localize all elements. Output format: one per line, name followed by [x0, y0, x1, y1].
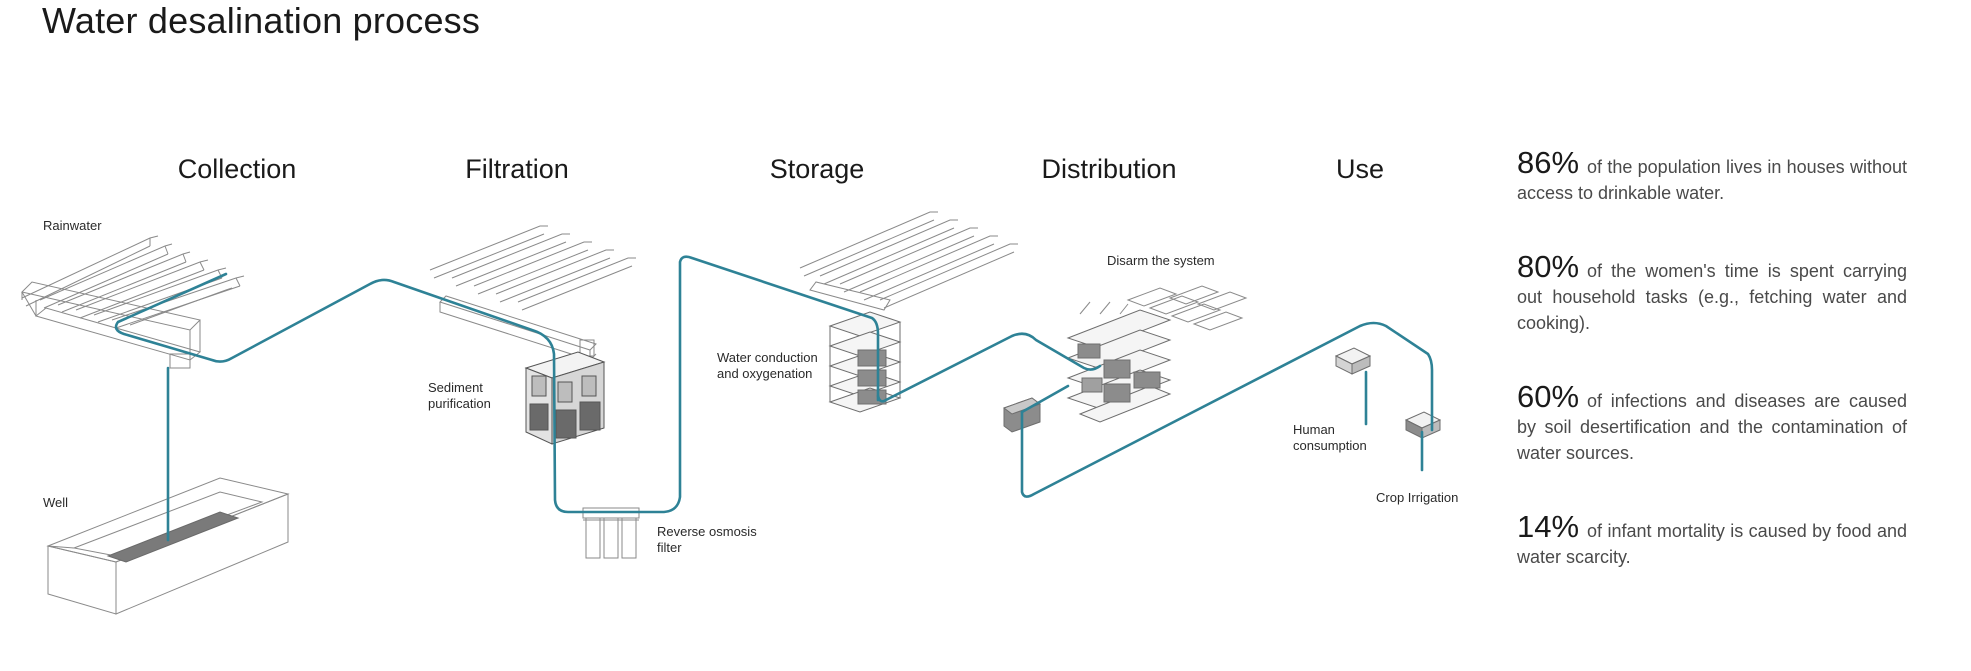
stat-text: of the women's time is spent carrying ou… — [1517, 261, 1907, 333]
filtration-rack-illustration — [429, 225, 636, 361]
storage-rack-illustration — [799, 211, 1018, 311]
stat-text: of the population lives in houses withou… — [1517, 157, 1907, 203]
stage-filtration: Filtration — [465, 154, 569, 184]
stage-use: Use — [1335, 154, 1385, 184]
human-consumption-label: Human consumption — [1293, 422, 1367, 453]
stat-percent: 14% — [1517, 509, 1580, 544]
rainwater-label: Rainwater — [43, 218, 102, 233]
stat-item: 60%of infections and diseases are caused… — [1517, 381, 1907, 466]
page-title: Water desalination process — [42, 0, 481, 41]
stat-item: 86%of the population lives in houses wit… — [1517, 147, 1907, 206]
stat-percent: 86% — [1517, 145, 1580, 180]
human-consumption-device-illustration — [1334, 347, 1372, 375]
sediment-purification-illustration — [524, 351, 606, 445]
water-pipe — [114, 255, 1434, 542]
disarm-system-label: Disarm the system — [1107, 253, 1215, 268]
distribution-cluster-illustration — [1002, 309, 1172, 433]
stage-storage: Storage — [769, 154, 865, 184]
water-conduction-label: Water conduction and oxygenation — [717, 350, 818, 381]
well-illustration — [46, 477, 290, 615]
rainwater-collector-illustration — [21, 235, 245, 369]
reverse-osmosis-illustration — [582, 507, 640, 559]
stat-percent: 80% — [1517, 249, 1580, 284]
stat-item: 80%of the women's time is spent carrying… — [1517, 251, 1907, 336]
crop-irrigation-label: Crop Irrigation — [1376, 490, 1459, 505]
stat-text: of infections and diseases are caused by… — [1517, 391, 1907, 463]
stat-percent: 60% — [1517, 379, 1580, 414]
stage-collection: Collection — [177, 154, 297, 184]
disarmed-parts-illustration — [1079, 285, 1248, 331]
stat-text: of infant mortality is caused by food an… — [1517, 521, 1907, 567]
stage-distribution: Distribution — [1041, 154, 1177, 184]
well-label: Well — [43, 495, 69, 510]
stat-item: 14%of infant mortality is caused by food… — [1517, 511, 1907, 570]
reverse-osmosis-label: Reverse osmosis filter — [657, 524, 757, 555]
sediment-purification-label: Sediment purification — [428, 380, 491, 411]
